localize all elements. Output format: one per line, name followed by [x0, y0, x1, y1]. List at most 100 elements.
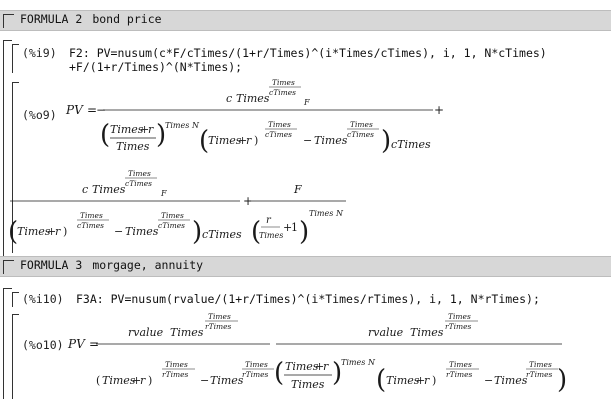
math-minus: −	[200, 374, 209, 387]
section-subtitle: morgage, annuity	[92, 258, 204, 272]
section-label: FORMULA 2	[20, 12, 83, 26]
math-times: Times	[210, 374, 244, 387]
math-times: Times	[208, 312, 231, 321]
math-times: Times	[268, 120, 291, 129]
math-times: Times	[102, 374, 136, 387]
math-rvalue: rvalue	[368, 326, 404, 339]
math-n: N	[335, 209, 344, 218]
math-eq: =	[89, 337, 99, 351]
paren-right: )	[557, 365, 567, 395]
cell-group-bracket[interactable]	[3, 40, 12, 256]
math-times: Times	[17, 225, 51, 238]
math-ctimes: cTimes	[158, 221, 185, 230]
math-rtimes: rTimes	[526, 370, 553, 379]
input-label: (%i10)	[22, 292, 64, 306]
input-code-line[interactable]: +F/(1+r/Times)^(N*Times);	[69, 60, 243, 74]
math-c: c	[82, 183, 88, 196]
math-times: Times	[92, 183, 126, 196]
math-times: Times	[236, 92, 270, 105]
math-minus: −	[114, 225, 123, 238]
math-times: Times	[494, 374, 528, 387]
math-times: Times	[350, 120, 373, 129]
math-times: Times	[170, 326, 204, 339]
math-times: Times	[165, 360, 188, 369]
math-eq: =	[87, 103, 97, 117]
section-marker-icon	[3, 260, 14, 274]
input-code-line[interactable]: F3A: PV=nusum(rvalue/(1+r/Times)^(i*Time…	[76, 292, 540, 306]
math-plus: +	[315, 360, 324, 373]
math-n: N	[367, 358, 376, 367]
paren-left: (	[251, 217, 261, 247]
paren-left: (	[100, 120, 110, 150]
math-times: Times	[341, 358, 365, 367]
math-plus: +	[132, 374, 141, 387]
math-rtimes: rTimes	[205, 322, 232, 331]
input-code-line[interactable]: F2: PV=nusum(c*F/cTimes/(1+r/Times)^(i*T…	[69, 46, 547, 60]
math-ctimes: cTimes	[77, 221, 104, 230]
math-times: Times	[314, 134, 348, 147]
math-plus: +	[243, 194, 253, 208]
math-times: Times	[529, 360, 552, 369]
math-times: Times	[291, 378, 325, 391]
math-rvalue: rvalue	[128, 326, 164, 339]
math-plus: +	[140, 123, 149, 136]
math-r: r	[140, 374, 146, 387]
math-times: Times	[161, 211, 184, 220]
cell-group-bracket[interactable]	[3, 288, 12, 399]
paren-right: )	[381, 126, 391, 156]
paren-left: (	[8, 217, 18, 247]
math-r: r	[424, 374, 430, 387]
paren-left: (	[199, 126, 209, 156]
math-times: Times	[245, 360, 268, 369]
math-times: Times	[128, 169, 151, 178]
math-times: Times	[110, 123, 144, 136]
math-rparen: )	[254, 134, 258, 147]
math-f: F	[160, 189, 167, 198]
math-minus: −	[303, 134, 312, 147]
input-label: (%i9)	[22, 46, 57, 60]
math-times: Times	[449, 360, 472, 369]
output-cell-bracket	[12, 314, 19, 399]
math-plus: +	[283, 221, 292, 234]
math-plus: +	[238, 134, 247, 147]
math-c: c	[226, 92, 232, 105]
input-cell-bracket[interactable]	[12, 292, 19, 307]
math-times: Times	[165, 121, 189, 130]
math-rparen: )	[63, 225, 67, 238]
paren-left: (	[274, 358, 284, 388]
math-times: Times	[80, 211, 103, 220]
math-n: N	[191, 121, 200, 130]
math-rtimes: rTimes	[162, 370, 189, 379]
math-rtimes: rTimes	[445, 322, 472, 331]
math-r: r	[148, 123, 154, 136]
math-times: Times	[259, 231, 283, 240]
math-r: r	[55, 225, 61, 238]
math-r: r	[246, 134, 252, 147]
output-cell-bracket	[12, 82, 19, 253]
math-rparen: )	[432, 374, 436, 387]
input-cell-bracket[interactable]	[12, 44, 19, 73]
math-one: 1	[291, 221, 298, 234]
math-ctimes: cTimes	[347, 130, 374, 139]
math-times: Times	[285, 360, 319, 373]
math-f: F	[293, 183, 302, 196]
paren-right: )	[192, 217, 202, 247]
math-times: Times	[386, 374, 420, 387]
paren-right: )	[156, 120, 166, 150]
math-r: r	[323, 360, 329, 373]
math-f: F	[303, 98, 310, 107]
math-plus: +	[434, 103, 444, 117]
math-times: Times	[309, 209, 333, 218]
math-times: Times	[208, 134, 242, 147]
math-minus: −	[484, 374, 493, 387]
paren-left: (	[376, 365, 386, 395]
math-lparen: (	[96, 374, 100, 387]
math-ctimes: cTimes	[391, 138, 431, 151]
math-minus: −	[96, 103, 106, 117]
output-expression-o10: PV = rvalue Times Times rTimes ( Times +…	[67, 312, 567, 395]
math-pv: PV	[65, 103, 84, 117]
output-label: (%o9)	[22, 108, 57, 122]
